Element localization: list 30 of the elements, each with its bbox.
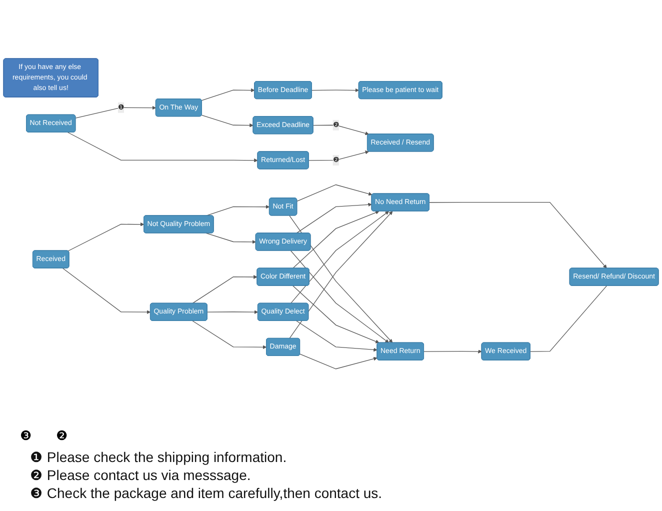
arrow bbox=[290, 250, 390, 344]
footnote: ❸ Check the package and item carefully,then contact us. bbox=[30, 485, 384, 501]
arrow bbox=[62, 268, 151, 314]
arrow bbox=[296, 320, 378, 352]
step-number: ❷ bbox=[56, 428, 68, 443]
footnote: ❷ Please contact us via messsage. bbox=[30, 467, 252, 483]
arrow bbox=[308, 150, 370, 162]
arrow bbox=[296, 184, 372, 202]
arrow bbox=[424, 350, 482, 354]
arrow bbox=[292, 211, 380, 269]
arrow bbox=[206, 205, 270, 216]
arrow bbox=[207, 310, 258, 314]
arrow bbox=[312, 88, 360, 92]
arrow bbox=[296, 203, 372, 234]
arrow bbox=[312, 125, 370, 136]
arrow bbox=[206, 233, 256, 244]
arrow bbox=[192, 320, 267, 350]
arrow bbox=[201, 88, 255, 102]
arrow bbox=[67, 132, 258, 163]
arrow bbox=[75, 106, 156, 119]
arrow bbox=[290, 211, 390, 304]
step-number: ❸ bbox=[20, 428, 32, 443]
arrow bbox=[192, 275, 258, 304]
footnote: ❶ Please check the shipping information. bbox=[30, 449, 288, 465]
connector bbox=[530, 286, 608, 352]
arrow bbox=[292, 286, 380, 344]
arrow bbox=[300, 354, 378, 370]
arrow bbox=[429, 202, 607, 269]
arrow bbox=[68, 222, 144, 252]
arrow bbox=[201, 115, 254, 128]
